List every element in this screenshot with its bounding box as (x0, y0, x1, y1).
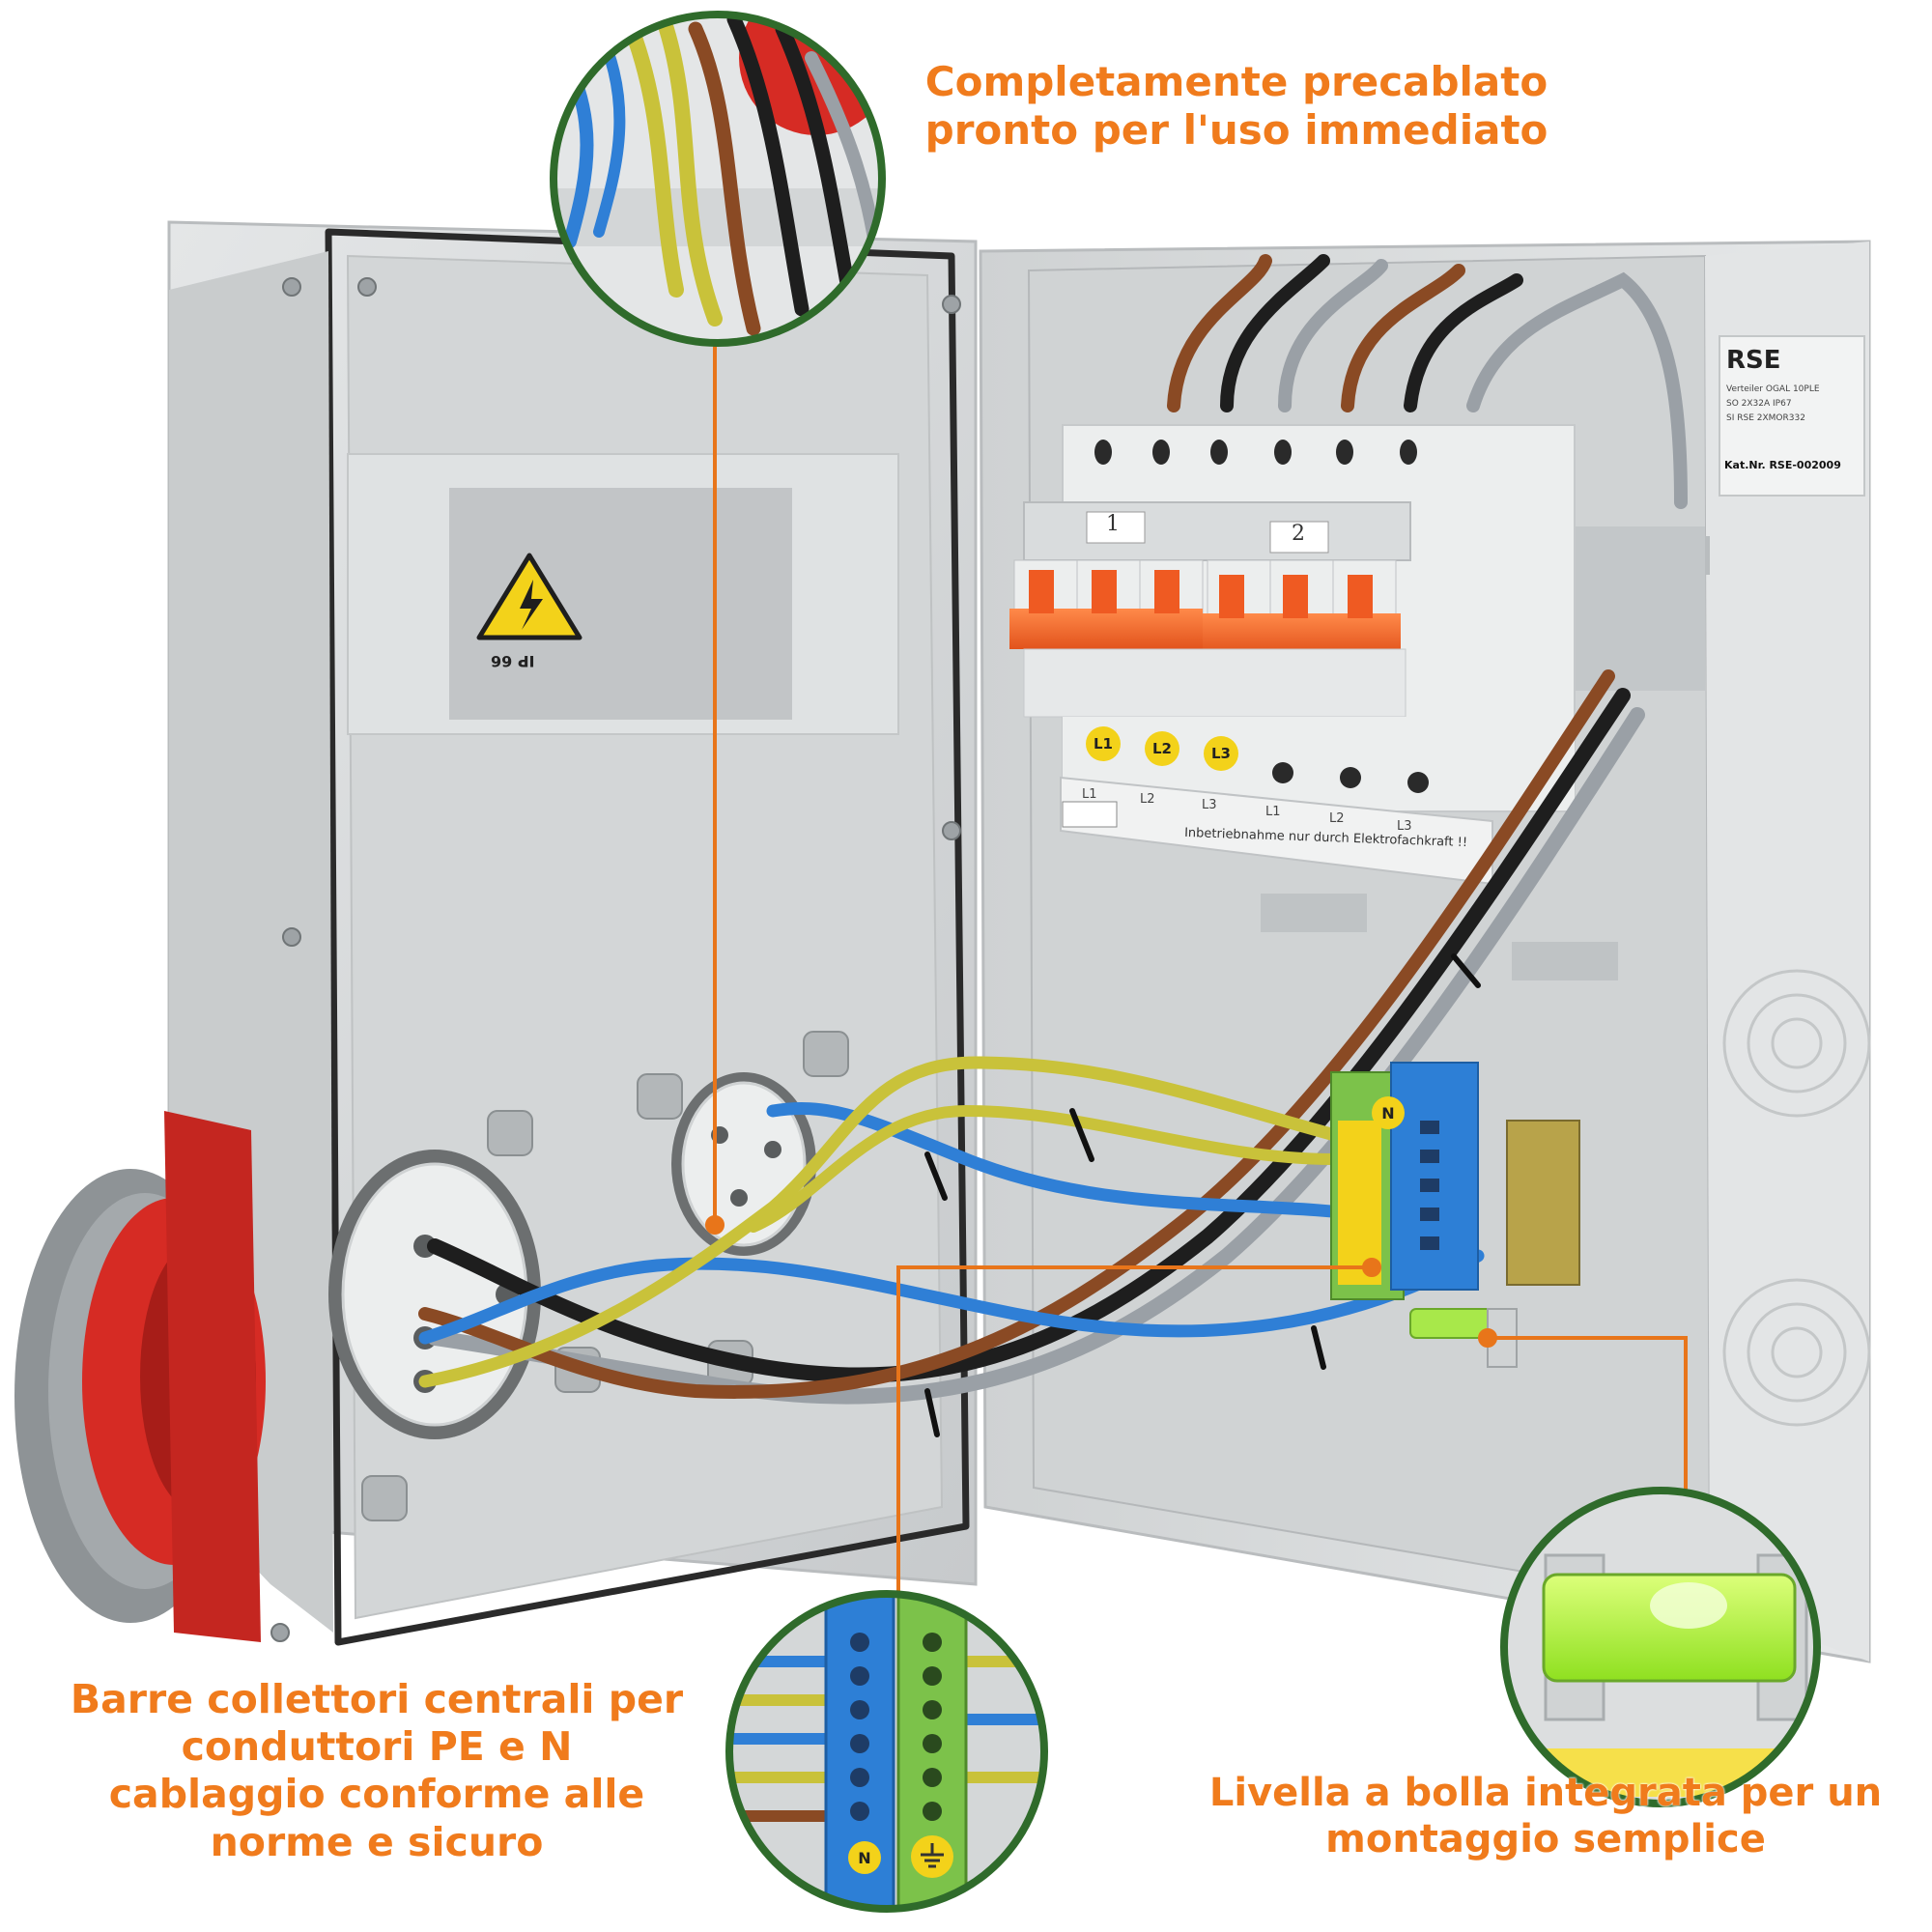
spirit-level-icon (1542, 1573, 1797, 1683)
cee-socket (14, 1111, 266, 1642)
callout-lines (705, 338, 1688, 1592)
mcb-label-2: 2 (1292, 522, 1305, 546)
phase-badge-l2: L2 (1145, 731, 1179, 766)
electric-hazard-icon (476, 553, 582, 640)
rail-label-l1b: L1 (1265, 805, 1281, 819)
rail-label-l1: L1 (1082, 787, 1097, 802)
callout-busbars-line-2: conduttori PE e N (181, 1723, 573, 1771)
spec-line-1: Verteiler OGAL 10PLE (1726, 384, 1820, 394)
phase-badge-l1: L1 (1086, 726, 1121, 761)
callout-prewired-line-2: pronto per l'uso immediato (924, 106, 1548, 155)
zoom-busbars (725, 1590, 1048, 1913)
enclosure-lid (167, 220, 978, 1646)
zoom-spirit-level (1500, 1487, 1821, 1807)
callout-busbars-line-3: cablaggio conforme alle (108, 1771, 645, 1818)
callout-level-line-1: Livella a bolla integrata per un (1208, 1771, 1883, 1815)
callout-level-line-2: montaggio semplice (1325, 1817, 1766, 1861)
n-busbar-badge-zoom: N (848, 1841, 881, 1874)
callout-busbars: Barre collettori centrali per conduttori… (39, 1676, 715, 1866)
brand-logo: RSE (1726, 346, 1781, 375)
rail-label-l3: L3 (1202, 798, 1217, 812)
wiring (418, 254, 1688, 1437)
n-busbar-badge: N (1372, 1096, 1405, 1129)
ip-rating-label: IP 66 (491, 652, 535, 670)
catalog-number: Kat.Nr. RSE-002009 (1724, 459, 1841, 471)
zoom-prewired (550, 11, 886, 347)
callout-prewired-line-1: Completamente precablato (924, 58, 1548, 105)
rail-label-l3b: L3 (1397, 819, 1412, 834)
phase-badge-l3: L3 (1204, 736, 1238, 771)
callout-spirit-level: Livella a bolla integrata per un montagg… (1179, 1770, 1913, 1862)
callout-busbars-line-4: norme e sicuro (210, 1818, 544, 1865)
rail-label-l2b: L2 (1329, 811, 1345, 826)
rail-label-l2: L2 (1140, 792, 1155, 807)
callout-busbars-line-1: Barre collettori centrali per (70, 1676, 684, 1722)
earth-ground-icon (921, 1843, 944, 1868)
mcb-label-1: 1 (1106, 512, 1120, 536)
socket-insert-left (328, 1150, 541, 1439)
spec-line-2: SO 2X32A IP67 (1726, 399, 1792, 409)
callout-prewired: Completamente precablato pronto per l'us… (903, 58, 1570, 156)
busbars (1330, 1062, 1580, 1368)
spec-line-3: SI RSE 2XMOR332 (1726, 413, 1805, 423)
